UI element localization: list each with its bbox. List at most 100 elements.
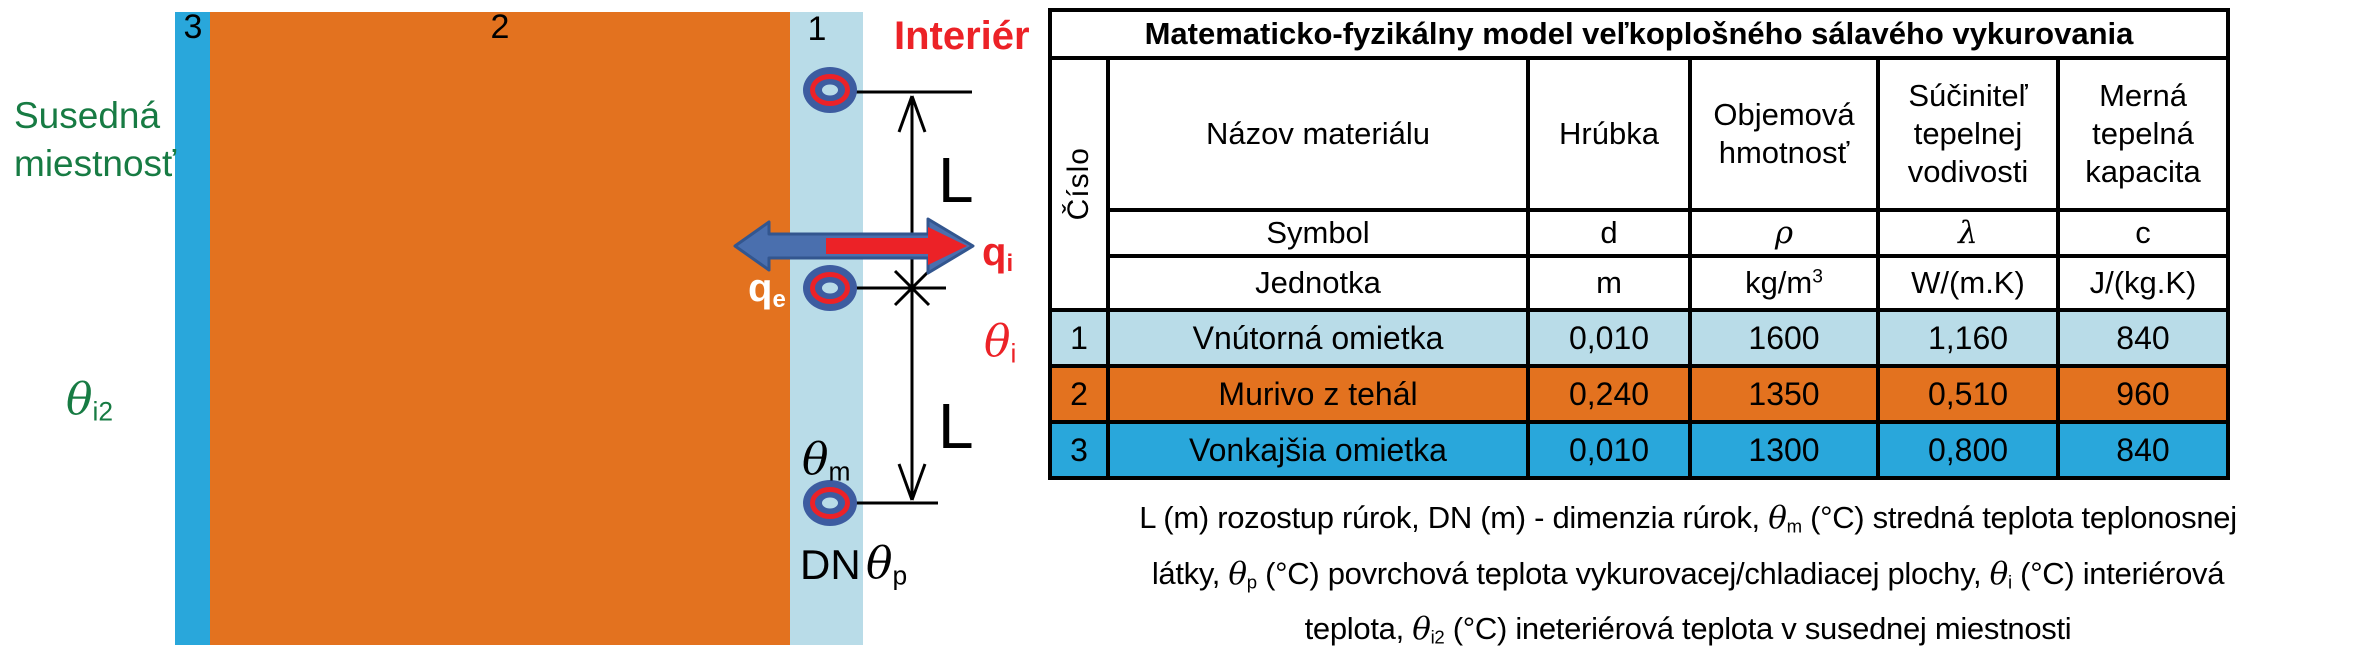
theta-m-label: θm: [802, 438, 850, 485]
theta-i2-subscript: i2: [1430, 626, 1445, 648]
heat-flux-qi-label: qi: [982, 232, 1013, 276]
col-header-merna: Merná tepelná kapacita: [2056, 56, 2230, 212]
neighbor-room-line1: Susedná: [14, 95, 161, 136]
q-symbol: q: [982, 230, 1007, 274]
unit-wmk: W/(m.K): [1876, 254, 2060, 312]
theta-symbol: θ: [1768, 500, 1787, 536]
layer-inner-plaster: [790, 12, 863, 645]
theta-m-subscript: m: [1786, 515, 1803, 537]
theta-symbol: θ: [1989, 555, 2009, 592]
table-row-brick: 2 Murivo z tehál 0,240 1350 0,510 960: [1048, 364, 2230, 424]
thickness-value: 0,240: [1526, 364, 1692, 424]
layer-number-1: 1: [807, 10, 827, 48]
neighbor-room-label: Susedná miestnosť: [14, 92, 176, 188]
col-header-objemova: Objemová hmotnosť: [1688, 56, 1880, 212]
theta-symbol: θ: [1412, 611, 1431, 648]
material-name: Murivo z tehál: [1106, 364, 1530, 424]
materials-table: Matematicko-fyzikálny model veľkoplošnéh…: [1048, 8, 2230, 480]
row-num: 3: [1048, 420, 1110, 480]
unit-m: m: [1526, 254, 1692, 312]
heat-flux-blue-double-arrow-outline: [733, 217, 975, 275]
caption-text: (°C) interiérová: [2011, 555, 2225, 591]
theta-i-label: θi: [984, 320, 1016, 367]
table-row-inner-plaster: 1 Vnútorná omietka 0,010 1600 1,160 840: [1048, 308, 2230, 368]
material-name: Vonkajšia omietka: [1106, 420, 1530, 480]
conductivity-value: 0,800: [1876, 420, 2060, 480]
density-value: 1350: [1688, 364, 1880, 424]
theta-i-subscript: i: [2008, 571, 2012, 593]
theta-symbol: θ: [866, 538, 893, 589]
materials-table-wrap: Matematicko-fyzikálny model veľkoplošnéh…: [1048, 8, 2230, 480]
arrowhead-up-icon: [897, 95, 914, 133]
unit-row: Jednotka m kg/m3 W/(m.K) J/(kg.K): [1050, 254, 2230, 312]
symbol-rho: ρ: [1688, 208, 1880, 258]
layer-number-3: 3: [183, 8, 203, 46]
theta-p-subscript: p: [1246, 571, 1257, 593]
heating-pipe-icon: [803, 265, 857, 311]
caption-text: teplota,: [1304, 611, 1413, 647]
symbol-lambda: λ: [1876, 208, 2060, 258]
unit-kgm3-exponent: 3: [1812, 266, 1823, 288]
theta-symbol: θ: [66, 374, 93, 425]
theta-i-subscript: i: [1010, 338, 1017, 369]
thickness-value: 0,010: [1526, 420, 1692, 480]
pipe-spacing-L-bottom-label: L: [938, 390, 974, 462]
pipe-spacing-dimension-line: [848, 90, 972, 505]
theta-symbol: θ: [1228, 555, 1247, 592]
conductivity-value: 1,160: [1876, 308, 2060, 368]
pipe-dimension-dn-label: DN: [800, 541, 861, 588]
layer-brick-masonry: [210, 12, 790, 645]
row-num: 2: [1048, 364, 1110, 424]
symbol-c: c: [2056, 208, 2230, 258]
caption-line-1: L (m) rozostup rúrok, DN (m) - dimenzia …: [1018, 494, 2358, 550]
col-header-cislo: Číslo: [1048, 56, 1110, 312]
capacity-value: 840: [2056, 420, 2230, 480]
symbol-d: d: [1526, 208, 1692, 258]
qe-subscript: e: [772, 286, 786, 313]
layer-outer-plaster: [175, 12, 210, 645]
figure-caption: L (m) rozostup rúrok, DN (m) - dimenzia …: [1018, 494, 2358, 661]
conductivity-value: 0,510: [1876, 364, 2060, 424]
caption-text: látky,: [1151, 555, 1229, 591]
heat-flux-qe-label: qe: [748, 268, 786, 312]
table-header-row: Číslo Názov materiálu Hrúbka Objemová hm…: [1048, 56, 2230, 312]
caption-text: (°C) ineteriérová teplota v susednej mie…: [1444, 611, 2072, 647]
theta-m-subscript: m: [828, 456, 851, 487]
density-value: 1300: [1688, 420, 1880, 480]
col-header-hrubka: Hrúbka: [1526, 56, 1692, 212]
unit-jkgk: J/(kg.K): [2056, 254, 2230, 312]
col-header-nazov: Názov materiálu: [1106, 56, 1530, 212]
capacity-value: 960: [2056, 364, 2230, 424]
material-name: Vnútorná omietka: [1106, 308, 1530, 368]
table-title: Matematicko-fyzikálny model veľkoplošnéh…: [1048, 8, 2230, 60]
cislo-vertical-text: Číslo: [1062, 147, 1095, 221]
caption-text: (°C) povrchová teplota vykurovacej/chlad…: [1256, 555, 1990, 591]
heating-pipe-icon: [803, 480, 857, 526]
q-symbol: q: [748, 266, 773, 310]
table-row-outer-plaster: 3 Vonkajšia omietka 0,010 1300 0,800 840: [1048, 420, 2230, 480]
capacity-value: 840: [2056, 308, 2230, 368]
theta-symbol: θ: [984, 316, 1011, 367]
density-value: 1600: [1688, 308, 1880, 368]
layer-number-2: 2: [490, 8, 510, 46]
thickness-value: 0,010: [1526, 308, 1692, 368]
theta-p-subscript: p: [892, 560, 908, 591]
theta-symbol: θ: [802, 434, 829, 485]
caption-line-3: teplota, θi2 (°C) ineteriérová teplota v…: [1018, 605, 2358, 661]
theta-p-label: θp: [866, 542, 907, 589]
wall-cross-section-diagram: [175, 12, 975, 645]
col-header-sucinitel: Súčiniteľ tepelnej vodivosti: [1876, 56, 2060, 212]
caption-text: L (m) rozostup rúrok, DN (m) - dimenzia …: [1139, 500, 1769, 535]
neighbor-room-line2: miestnosť: [14, 143, 176, 184]
symbol-row: Symbol d ρ λ c: [1050, 208, 2230, 258]
theta-i2-label: θi2: [66, 378, 113, 425]
unit-row-label: Jednotka: [1106, 254, 1530, 312]
unit-kgm3: kg/m3: [1688, 254, 1880, 312]
arrowhead-down-icon: [897, 463, 914, 501]
unit-kgm3-base: kg/m: [1745, 265, 1813, 300]
pipe-spacing-L-top-label: L: [938, 144, 974, 216]
symbol-row-label: Symbol: [1106, 208, 1530, 258]
row-num: 1: [1048, 308, 1110, 368]
theta-i2-subscript: i2: [92, 396, 114, 427]
